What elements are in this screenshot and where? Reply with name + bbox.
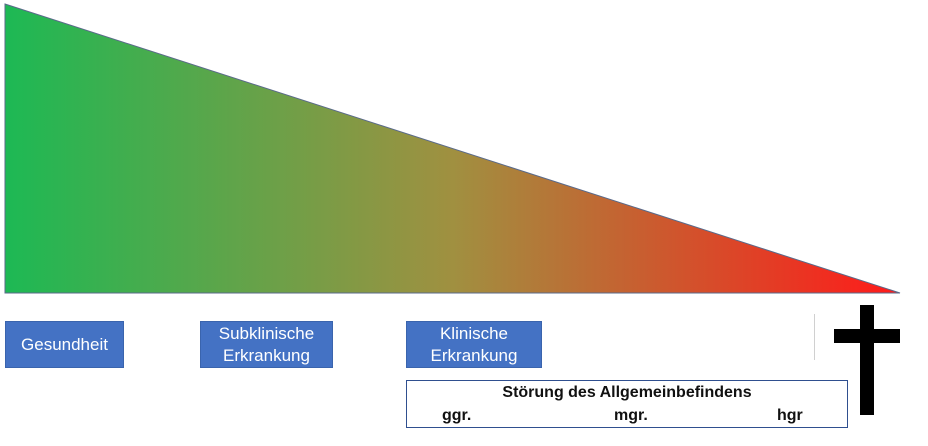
stage-health-box: Gesundheit: [5, 321, 124, 368]
wellbeing-disturbance-box: Störung des Allgemeinbefindens ggr. mgr.…: [406, 380, 848, 428]
health-gradient-triangle: [4, 3, 901, 294]
divider-line: [814, 314, 815, 360]
grade-mild: ggr.: [442, 407, 472, 424]
stage-clinical-box: Klinische Erkrankung: [406, 321, 542, 368]
grade-severe: hgr: [777, 407, 803, 424]
cross-icon: [834, 305, 900, 415]
stage-subclinical-label: Subklinische Erkrankung: [218, 323, 315, 365]
stage-subclinical-box: Subklinische Erkrankung: [200, 321, 333, 368]
wellbeing-title: Störung des Allgemeinbefindens: [502, 384, 752, 401]
grade-moderate: mgr.: [614, 407, 648, 424]
triangle-shape: [4, 3, 901, 294]
stage-health-label: Gesundheit: [21, 334, 108, 354]
stage-clinical-label: Klinische Erkrankung: [430, 323, 518, 365]
